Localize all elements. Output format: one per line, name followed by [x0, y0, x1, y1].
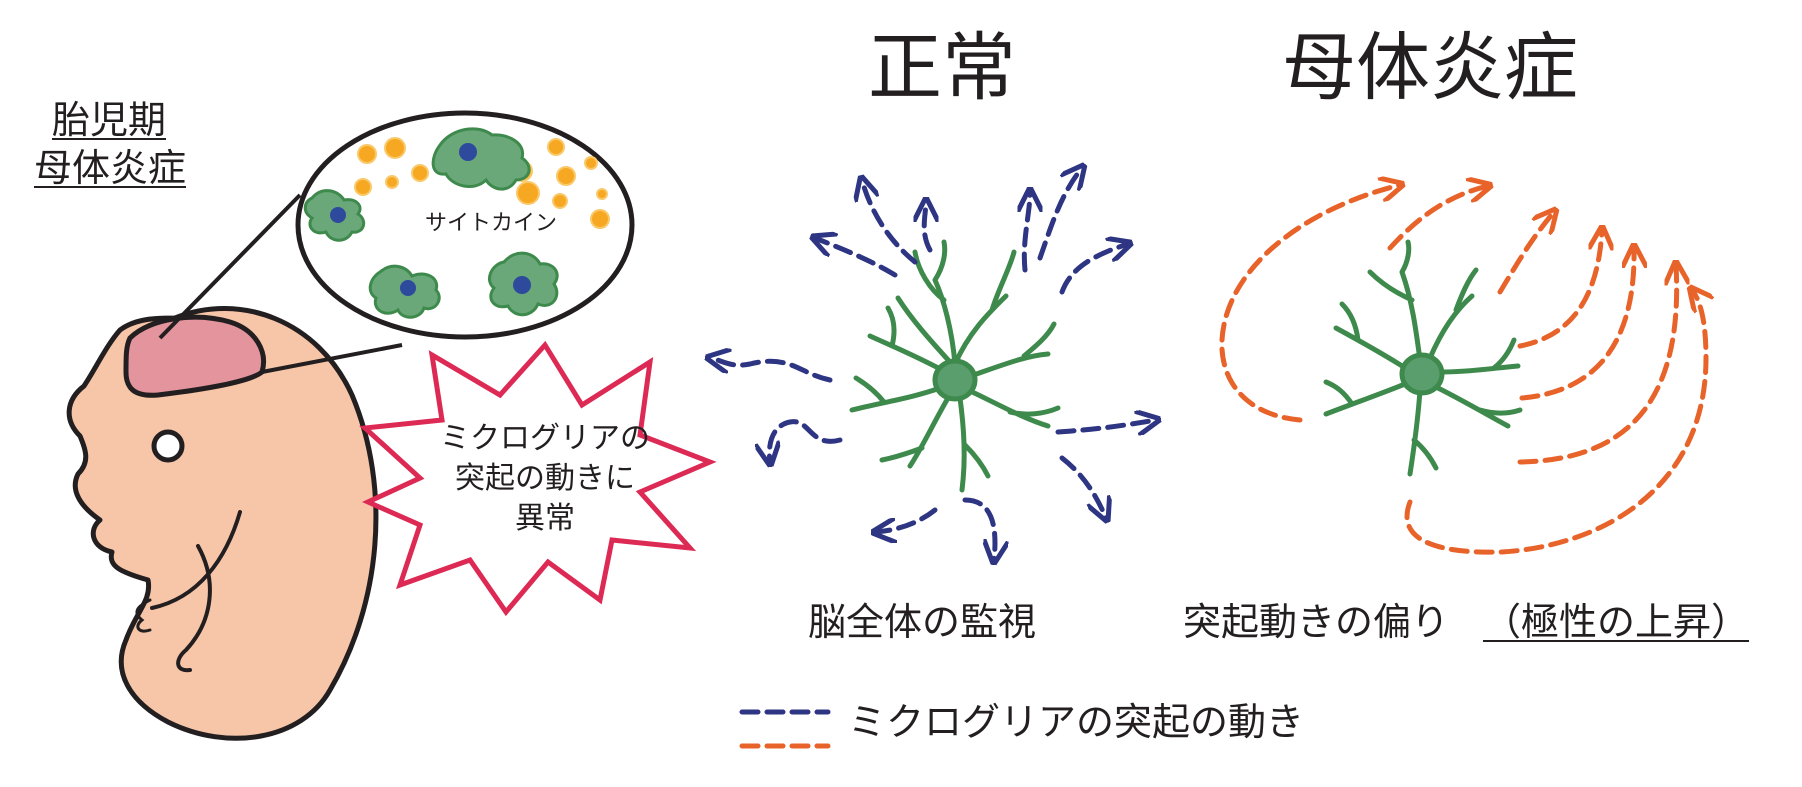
inflammation-process-arrows	[1219, 185, 1706, 555]
orange-arrow	[1404, 290, 1706, 555]
orange-arrow	[1519, 248, 1634, 401]
blue-arrow	[962, 497, 995, 560]
orange-arrow	[1219, 185, 1400, 423]
blue-arrow	[1059, 455, 1106, 518]
fetus-hand	[135, 598, 152, 633]
blue-arrow	[924, 202, 930, 253]
blue-arrow	[769, 419, 843, 462]
blue-arrow	[1059, 244, 1128, 295]
normal-microglia	[849, 239, 1061, 493]
inflammation-caption: 突起動きの偏り	[1183, 600, 1450, 644]
blue-arrow	[1055, 420, 1156, 432]
orange-arrow	[1517, 230, 1602, 349]
fetus-leg	[176, 544, 212, 673]
orange-arrow	[1387, 186, 1488, 251]
inflammation-caption-paren: （極性の上昇）	[1483, 600, 1750, 644]
legend-swatches	[739, 709, 831, 749]
blue-arrow	[1037, 168, 1082, 261]
blue-arrow	[1024, 192, 1030, 273]
legend-label: ミクログリアの突起の動き	[848, 700, 1305, 744]
microglia-cell	[368, 264, 441, 319]
period-label-maternal-inflammation: 母体炎症	[34, 146, 187, 190]
microglia-cell	[431, 127, 531, 191]
blue-arrow	[710, 358, 833, 383]
alert-burst	[359, 340, 717, 617]
burst-text-line2: 突起の動きに	[455, 461, 635, 496]
microglia-cell	[488, 251, 559, 317]
normal-title: 正常	[868, 25, 1016, 111]
blue-arrow	[862, 180, 918, 265]
zoom-line-top	[158, 193, 302, 340]
orange-arrow	[1497, 212, 1554, 295]
orange-arrow	[1517, 265, 1677, 465]
microglia-cell	[303, 189, 366, 242]
blue-arrow	[876, 507, 938, 532]
normal-process-arrows	[710, 168, 1156, 560]
normal-caption: 脳全体の監視	[808, 600, 1037, 644]
zoom-line-bottom	[261, 343, 403, 374]
burst-text-line3: 異常	[515, 501, 575, 536]
burst-text-line1: ミクログリアの	[440, 421, 650, 456]
period-label-fetal: 胎児期	[52, 98, 167, 142]
blue-arrow	[815, 238, 898, 278]
cytokine-label: サイトカイン	[425, 211, 558, 236]
fetus-eye	[151, 429, 185, 463]
zoom-callout	[158, 110, 635, 374]
inflammation-title: 母体炎症	[1282, 25, 1578, 111]
fetus	[66, 306, 379, 741]
inflammation-microglia	[1323, 239, 1523, 477]
